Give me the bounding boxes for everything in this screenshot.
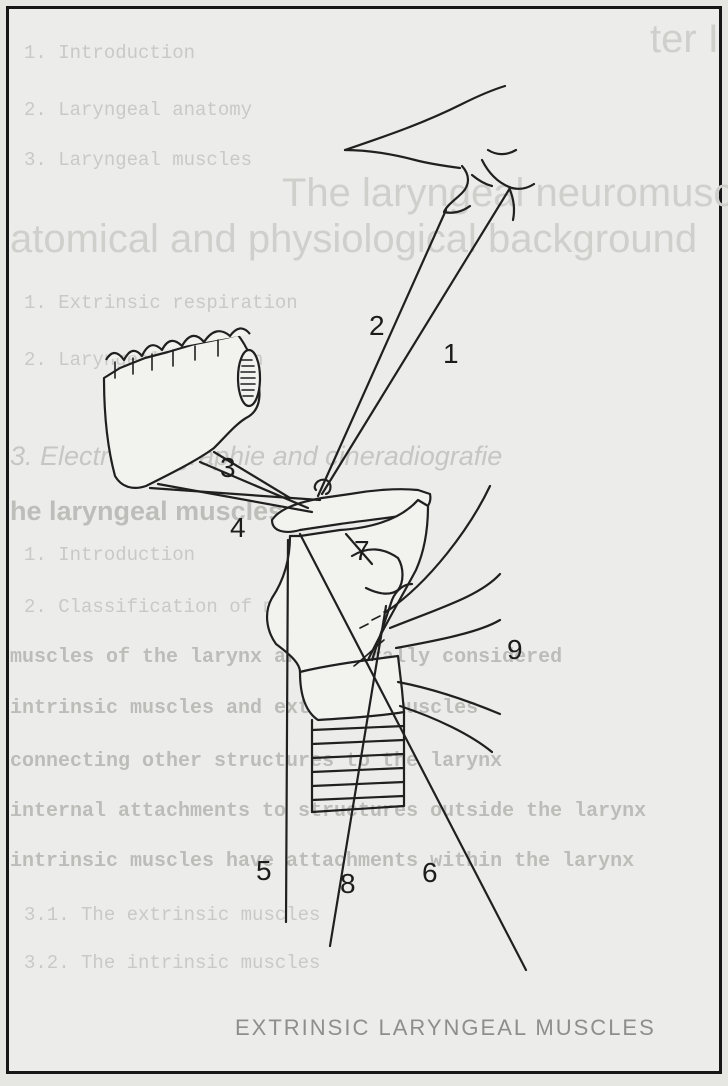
ghost-line-6: 1. Introduction xyxy=(24,544,195,566)
ghost-footer: EXTRINSIC LARYNGEAL MUSCLES xyxy=(235,1015,656,1040)
tooth-socket-hatch xyxy=(238,350,260,406)
ghost-line-8: 3.1. The extrinsic muscles xyxy=(24,904,320,926)
ghost-line-3: 3. Laryngeal muscles xyxy=(24,149,252,171)
ghost-line-2: 2. Laryngeal anatomy xyxy=(24,99,252,121)
ghost-line-4: 1. Extrinsic respiration xyxy=(24,292,298,314)
label-1: 1 xyxy=(443,338,459,369)
label-4: 4 xyxy=(230,512,246,543)
trachea-ring-1 xyxy=(312,726,404,730)
mastoid-tip xyxy=(488,150,516,154)
label-7: 7 xyxy=(354,535,370,566)
ghost-body-5: intrinsic muscles have attachments withi… xyxy=(10,850,634,873)
skull-base-curve xyxy=(345,86,505,150)
label-3: 3 xyxy=(220,452,236,483)
ghost-heading-2: atomical and physiological background xyxy=(10,217,697,261)
skull-base-lower xyxy=(345,150,460,168)
ghost-body-3: connecting other structures to the laryn… xyxy=(10,750,502,773)
ghost-line-9: 3.2. The intrinsic muscles xyxy=(24,952,320,974)
ghost-heading-1: The laryngeal neuromuscular system: xyxy=(282,171,728,215)
ghost-line-1: 1. Introduction xyxy=(24,42,195,64)
label-2: 2 xyxy=(369,310,385,341)
trachea-ring-2 xyxy=(312,740,404,744)
muscle-9-curve-3 xyxy=(396,620,500,648)
ghost-chapter: ter I xyxy=(650,17,719,61)
label-6: 6 xyxy=(422,857,438,888)
label-8: 8 xyxy=(340,868,356,899)
socket-hatch-lines xyxy=(241,360,255,396)
label-9: 9 xyxy=(507,634,523,665)
label-5: 5 xyxy=(256,855,272,886)
ghost-caption: 3. Electromyographie and cineradiografie xyxy=(10,441,502,471)
